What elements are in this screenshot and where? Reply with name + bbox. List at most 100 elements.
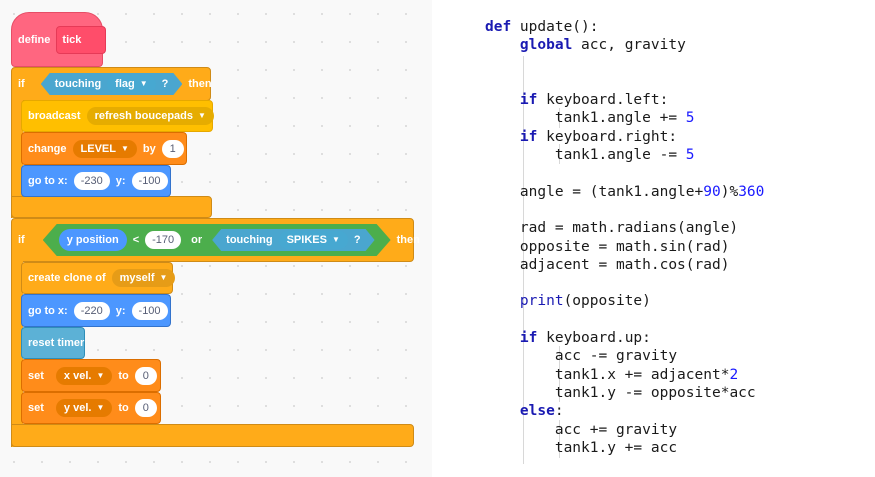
y-position-label: y position [66, 234, 119, 246]
code-number: 2 [729, 366, 739, 383]
goto-xy-block-1[interactable]: go to x: -230 y: -100 [21, 165, 171, 197]
variable-name: y vel. [63, 402, 92, 414]
dropdown-arrow-icon: ▼ [96, 403, 105, 412]
code-text-span: tank1.y -= opposite*acc [554, 384, 756, 401]
indent-guide [559, 144, 560, 164]
variable-dropdown[interactable]: y vel. ▼ [55, 399, 113, 417]
by-label: by [142, 142, 156, 155]
y-input[interactable]: -100 [131, 172, 168, 190]
variable-dropdown[interactable]: x vel.▼ [55, 366, 113, 385]
y-input[interactable]: -100 [131, 301, 168, 320]
code-line [485, 164, 764, 182]
code-keyword: if [519, 330, 538, 347]
code-text-span: opposite = math.sin(rad) [519, 238, 730, 255]
or-condition[interactable]: y position < -170 or touching SPIKES▼ ? [43, 224, 391, 256]
if-label: if [18, 234, 25, 246]
code-line: if keyboard.left: [485, 91, 764, 109]
x-input[interactable]: -230 [73, 172, 110, 190]
if-label: if [18, 78, 25, 90]
reset-timer-label: reset timer [28, 337, 85, 349]
reset-timer-block[interactable]: reset timer [21, 327, 85, 359]
code-line [485, 274, 764, 292]
clone-target-dropdown[interactable]: myself▼ [111, 269, 176, 287]
goto-xy-block-2[interactable]: go to x: -220 y: -100 [21, 294, 171, 327]
broadcast-message-value: refresh boucepads [94, 110, 193, 122]
broadcast-message-dropdown[interactable]: refresh boucepads ▼ [86, 107, 214, 125]
variable-name: LEVEL [80, 142, 116, 155]
touching-target-dropdown[interactable]: SPIKES▼ [279, 231, 348, 249]
code-number: 5 [685, 110, 695, 127]
code-line: acc += gravity [485, 421, 764, 439]
code-line: if keyboard.up: [485, 329, 764, 347]
indent-guide [559, 346, 560, 402]
set-label: set [28, 402, 44, 414]
define-label: define [18, 33, 51, 46]
custom-block-name[interactable]: tick [56, 25, 107, 54]
code-text-span: acc -= gravity [554, 348, 678, 365]
if-block-1-end [11, 196, 212, 218]
code-text-span: acc, gravity [572, 37, 686, 54]
y-label: y: [115, 304, 126, 317]
define-block[interactable]: define tick [11, 12, 107, 67]
goto-label: go to x: [28, 175, 68, 187]
code-line: global acc, gravity [485, 36, 764, 54]
custom-block-name-text: tick [62, 33, 82, 46]
question-mark: ? [353, 234, 361, 246]
code-text-span: angle = (tank1.angle+ [519, 183, 704, 200]
dropdown-arrow-icon: ▼ [120, 143, 129, 153]
set-value-input[interactable]: 0 [134, 399, 157, 417]
code-text-span: tank1.y += acc [554, 439, 678, 456]
code-line: else: [485, 402, 764, 420]
touching-target-dropdown[interactable]: flag▼ [107, 75, 155, 93]
code-text-span: keyboard.up: [537, 330, 651, 347]
code-number: 90 [703, 183, 721, 200]
code-line [485, 201, 764, 219]
indent-guide [559, 420, 560, 458]
if-block-1-arm [11, 100, 23, 218]
broadcast-block[interactable]: broadcast refresh boucepads ▼ [21, 100, 214, 132]
variable-dropdown[interactable]: LEVEL ▼ [72, 139, 137, 158]
code-text-span: keyboard.left: [537, 92, 669, 109]
code-line: tank1.y -= opposite*acc [485, 384, 764, 402]
touching-spikes-condition[interactable]: touching SPIKES▼ ? [212, 229, 374, 251]
code-text-span: )% [720, 183, 739, 200]
touching-target-value: SPIKES [286, 234, 327, 246]
code-line: acc -= gravity [485, 347, 764, 365]
set-value-input[interactable]: 0 [134, 366, 157, 385]
or-label: or [191, 234, 203, 246]
change-variable-block[interactable]: change LEVEL▼ by 1 [21, 132, 187, 165]
code-line: tank1.angle += 5 [485, 109, 764, 127]
y-position-reporter[interactable]: y position [59, 229, 127, 251]
set-variable-block-2[interactable]: set y vel.▼ to 0 [21, 392, 161, 424]
code-line: opposite = math.sin(rad) [485, 238, 764, 256]
code-text[interactable]: def update(): global acc, gravity if key… [485, 18, 764, 457]
code-text-span: tank1.x += adjacent* [554, 366, 730, 383]
if-block-1[interactable]: if touching flag▼ ? then [11, 67, 212, 101]
code-text-span: keyboard.right: [537, 128, 678, 145]
to-label: to [118, 369, 129, 382]
code-keyword: if [519, 92, 538, 109]
code-text-span: adjacent = math.cos(rad) [519, 256, 730, 273]
code-keyword: def [485, 19, 512, 35]
touching-label: touching [226, 234, 273, 246]
compare-value-input[interactable]: -170 [145, 231, 181, 249]
code-line: adjacent = math.cos(rad) [485, 256, 764, 274]
python-code-editor[interactable]: def update(): global acc, gravity if key… [432, 0, 875, 477]
x-input[interactable]: -220 [73, 301, 110, 320]
dropdown-arrow-icon: ▼ [198, 111, 206, 120]
broadcast-label: broadcast [28, 110, 81, 122]
code-line: angle = (tank1.angle+90)%360 [485, 183, 764, 201]
code-line: print(opposite) [485, 292, 764, 310]
question-mark: ? [161, 78, 169, 90]
touching-flag-condition[interactable]: touching flag▼ ? [41, 73, 183, 95]
create-clone-block[interactable]: create clone of myself▼ [21, 262, 176, 294]
goto-label: go to x: [28, 304, 68, 317]
if-block-2[interactable]: if y position < -170 or touching SPIKES▼… [11, 218, 420, 262]
indent-guide [523, 56, 524, 464]
set-variable-block-1[interactable]: set x vel.▼ to 0 [21, 359, 161, 392]
then-label: then [396, 234, 420, 246]
code-line [485, 311, 764, 329]
code-line [485, 73, 764, 91]
change-value-input[interactable]: 1 [161, 139, 184, 158]
scratch-script-area[interactable]: define tick if touching flag▼ ? then bro… [0, 0, 432, 477]
